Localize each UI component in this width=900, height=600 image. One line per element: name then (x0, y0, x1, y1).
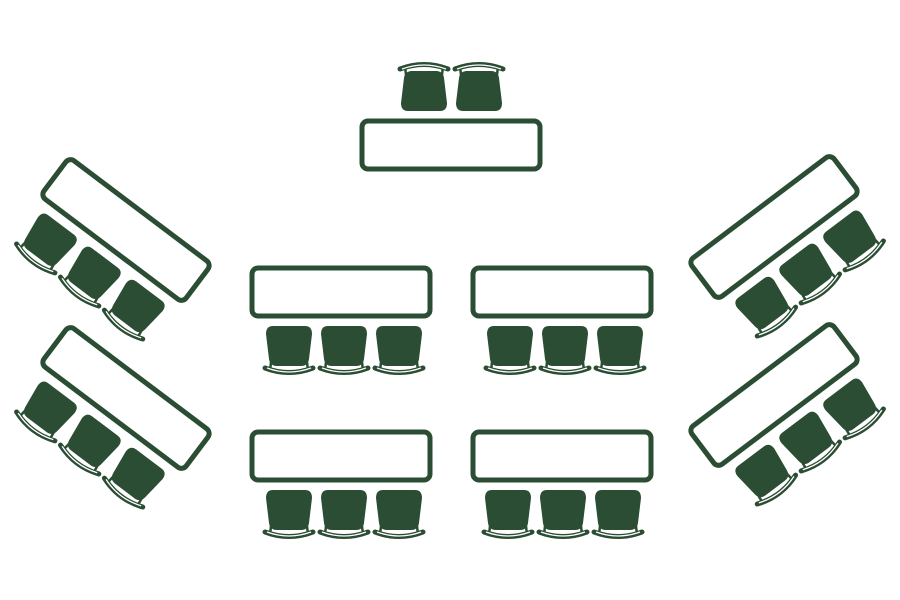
table-icon (249, 265, 433, 319)
table-icon (688, 322, 860, 468)
chair-icon (594, 490, 642, 537)
chair-icon (320, 490, 368, 537)
chair-icon (265, 326, 313, 373)
table-icon (359, 118, 543, 172)
chair-icon (486, 326, 534, 373)
table-group (6, 325, 212, 516)
chair-icon (539, 490, 587, 537)
table-icon (249, 429, 433, 483)
table-icon (688, 154, 860, 300)
table-group (359, 65, 543, 172)
chair-icon (455, 65, 503, 112)
table-icon (40, 157, 212, 303)
chair-icon (596, 326, 644, 373)
table-group (470, 265, 654, 373)
table-group (249, 429, 433, 537)
chair-icon (375, 490, 423, 537)
chair-icon (400, 65, 448, 112)
table-group (688, 322, 894, 513)
table-group (6, 157, 212, 348)
table-icon (40, 325, 212, 471)
chair-icon (541, 326, 589, 373)
table-icon (470, 265, 654, 319)
table-group (249, 265, 433, 373)
chair-icon (320, 326, 368, 373)
table-icon (470, 429, 654, 483)
table-group (470, 429, 654, 537)
chair-icon (265, 490, 313, 537)
chair-icon (484, 490, 532, 537)
table-group (688, 154, 894, 345)
chair-icon (375, 326, 423, 373)
